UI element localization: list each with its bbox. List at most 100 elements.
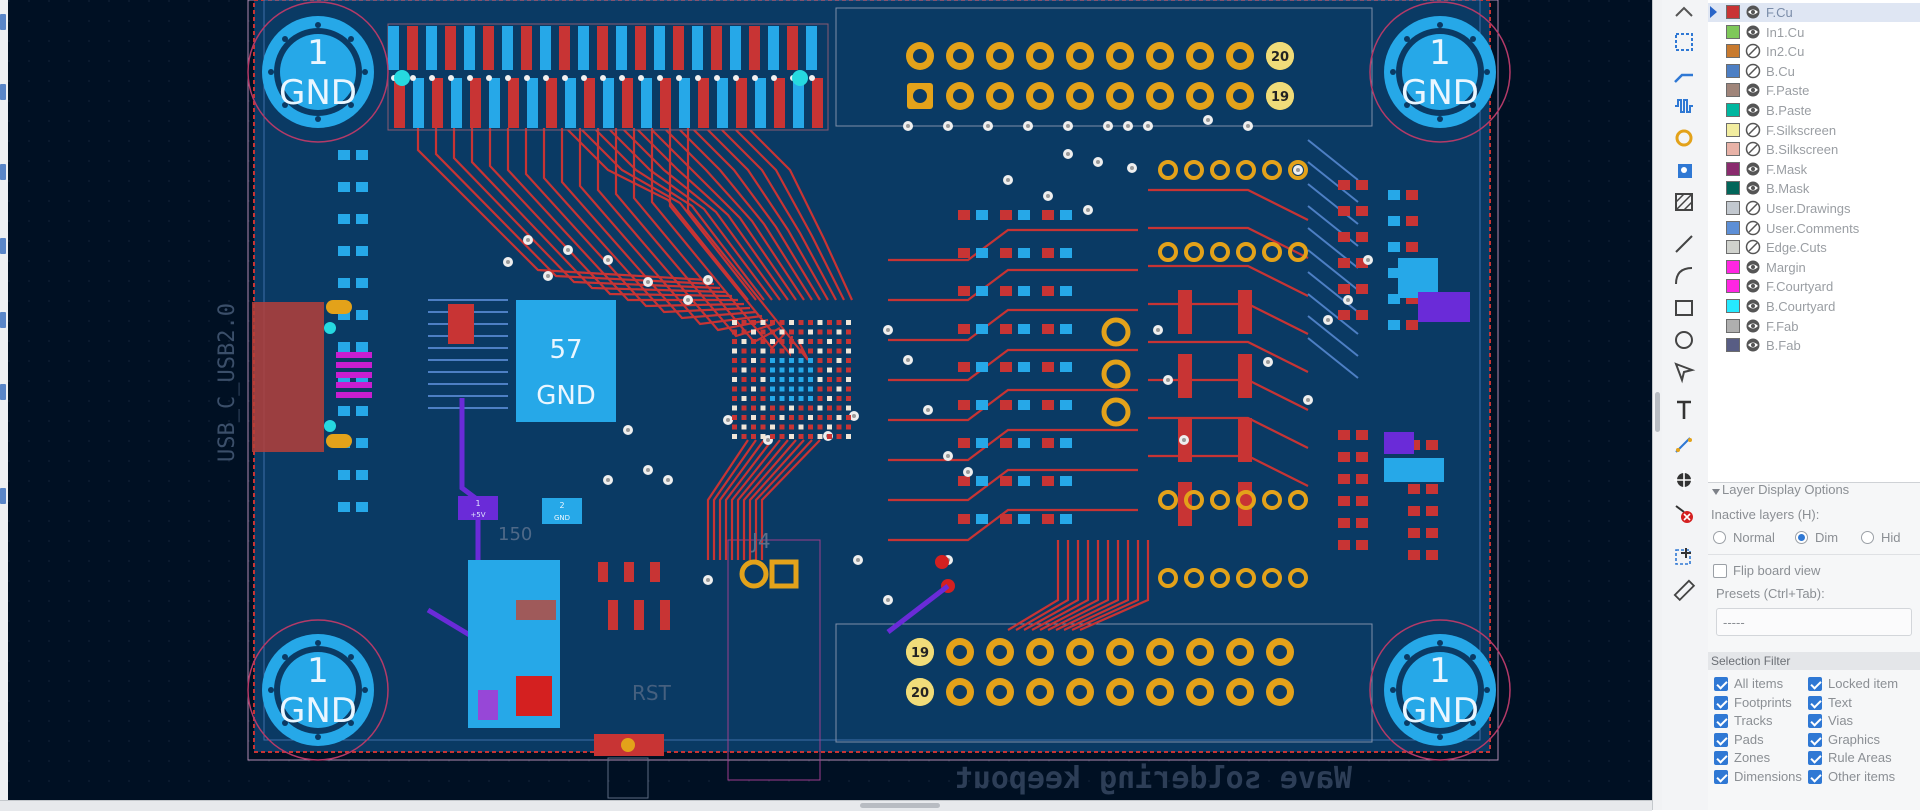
route-track-icon[interactable]: [1669, 60, 1699, 88]
delete-tool-icon[interactable]: [1669, 500, 1699, 528]
visibility-eye-icon[interactable]: [1745, 278, 1761, 294]
radio-hide[interactable]: [1861, 531, 1874, 544]
layer-row-in1-cu[interactable]: In1.Cu: [1708, 23, 1920, 42]
layer-color-swatch[interactable]: [1726, 161, 1740, 176]
visibility-eye-icon[interactable]: [1745, 180, 1761, 196]
filter-checkbox[interactable]: [1714, 695, 1728, 710]
layer-row-b-courtyard[interactable]: B.Courtyard: [1708, 297, 1920, 316]
left-tool-button[interactable]: [0, 312, 6, 328]
filter-checkbox[interactable]: [1808, 751, 1822, 765]
inactive-mode-hide[interactable]: Hid: [1861, 528, 1920, 546]
visibility-hidden-icon[interactable]: [1745, 63, 1761, 79]
layer-row-b-fab[interactable]: B.Fab: [1708, 336, 1920, 355]
flip-board-box[interactable]: [1713, 564, 1727, 578]
left-tool-button[interactable]: [0, 488, 6, 504]
visibility-hidden-icon[interactable]: [1745, 141, 1761, 157]
layer-row-f-mask[interactable]: F.Mask: [1708, 160, 1920, 179]
layer-row-in2-cu[interactable]: In2.Cu: [1708, 42, 1920, 61]
filter-checkbox[interactable]: [1714, 677, 1728, 691]
layer-color-swatch[interactable]: [1726, 63, 1740, 78]
filter-checkbox[interactable]: [1808, 769, 1822, 784]
left-tool-button[interactable]: [0, 238, 6, 254]
left-tool-button[interactable]: [0, 84, 6, 100]
layer-color-swatch[interactable]: [1726, 279, 1740, 294]
filter-checkbox[interactable]: [1714, 732, 1728, 747]
layer-row-user-comments[interactable]: User.Comments: [1708, 219, 1920, 238]
add-dimension-icon[interactable]: [1669, 432, 1699, 460]
grid-origin-icon[interactable]: [1669, 542, 1699, 570]
layer-color-swatch[interactable]: [1726, 24, 1740, 39]
collapse-arrow-icon[interactable]: [1712, 489, 1720, 495]
visibility-eye-icon[interactable]: [1745, 24, 1761, 40]
place-anchor-icon[interactable]: [1669, 466, 1699, 494]
visibility-hidden-icon[interactable]: [1745, 122, 1761, 138]
draw-arc-icon[interactable]: [1669, 262, 1699, 290]
filter-checkbox[interactable]: [1808, 677, 1822, 691]
filter-checkbox[interactable]: [1714, 714, 1728, 728]
layer-color-swatch[interactable]: [1726, 5, 1740, 19]
visibility-hidden-icon[interactable]: [1745, 43, 1761, 59]
left-tool-button[interactable]: [0, 384, 6, 400]
layer-color-swatch[interactable]: [1726, 338, 1740, 353]
radio-normal[interactable]: [1713, 531, 1726, 544]
layer-color-swatch[interactable]: [1726, 201, 1740, 215]
layer-row-f-paste[interactable]: F.Paste: [1708, 81, 1920, 100]
layer-color-swatch[interactable]: [1726, 122, 1740, 137]
layer-row-f-courtyard[interactable]: F.Courtyard: [1708, 277, 1920, 296]
inactive-mode-normal[interactable]: Normal: [1713, 528, 1783, 546]
layer-color-swatch[interactable]: [1726, 44, 1740, 59]
draw-line-icon[interactable]: [1669, 230, 1699, 258]
tune-length-icon[interactable]: [1669, 92, 1699, 120]
layer-color-swatch[interactable]: [1726, 240, 1740, 255]
layer-color-swatch[interactable]: [1726, 181, 1740, 196]
visibility-hidden-icon[interactable]: [1745, 200, 1761, 216]
layer-row-f-silkscreen[interactable]: F.Silkscreen: [1708, 121, 1920, 140]
layer-display-options-header[interactable]: Layer Display Options: [1722, 482, 1850, 497]
radio-dim[interactable]: [1795, 531, 1808, 544]
visibility-hidden-icon[interactable]: [1745, 239, 1761, 255]
draw-polygon-icon[interactable]: [1669, 358, 1699, 386]
panel-splitter[interactable]: [1652, 0, 1663, 810]
layer-color-swatch[interactable]: [1726, 259, 1740, 274]
flip-board-checkbox[interactable]: Flip board view: [1713, 562, 1913, 580]
layer-row-b-paste[interactable]: B.Paste: [1708, 101, 1920, 120]
filter-checkbox[interactable]: [1714, 769, 1728, 784]
layer-row-f-cu[interactable]: F.Cu: [1708, 3, 1920, 22]
draw-rectangle-icon[interactable]: [1669, 294, 1699, 322]
visibility-hidden-icon[interactable]: [1745, 220, 1761, 236]
layer-color-swatch[interactable]: [1726, 103, 1740, 117]
rule-area-icon[interactable]: [1669, 188, 1699, 216]
visibility-eye-icon[interactable]: [1745, 82, 1761, 98]
filter-checkbox[interactable]: [1808, 695, 1822, 710]
layer-color-swatch[interactable]: [1726, 83, 1740, 98]
layer-row-user-drawings[interactable]: User.Drawings: [1708, 199, 1920, 218]
layer-row-b-mask[interactable]: B.Mask: [1708, 179, 1920, 198]
add-footprint-icon[interactable]: [1669, 28, 1699, 56]
layer-color-swatch[interactable]: [1726, 142, 1740, 157]
add-zone-icon[interactable]: [1669, 156, 1699, 184]
measure-tool-icon[interactable]: [1669, 576, 1699, 604]
draw-circle-icon[interactable]: [1669, 326, 1699, 354]
layer-row-b-silkscreen[interactable]: B.Silkscreen: [1708, 140, 1920, 159]
layer-row-b-cu[interactable]: B.Cu: [1708, 62, 1920, 81]
visibility-eye-icon[interactable]: [1745, 161, 1761, 177]
add-via-icon[interactable]: [1669, 124, 1699, 152]
add-text-icon[interactable]: [1669, 396, 1699, 424]
filter-checkbox[interactable]: [1808, 714, 1822, 728]
presets-dropdown[interactable]: -----: [1716, 608, 1912, 636]
visibility-eye-icon[interactable]: [1745, 318, 1761, 334]
visibility-eye-icon[interactable]: [1745, 298, 1761, 314]
horizontal-scrollbar[interactable]: [0, 800, 1652, 811]
visibility-eye-icon[interactable]: [1745, 259, 1761, 275]
select-tool-icon[interactable]: [1669, 0, 1699, 28]
layer-row-edge-cuts[interactable]: Edge.Cuts: [1708, 238, 1920, 257]
filter-checkbox[interactable]: [1808, 732, 1822, 747]
inactive-mode-dim[interactable]: Dim: [1795, 528, 1855, 546]
left-tool-button[interactable]: [0, 164, 6, 180]
layer-color-swatch[interactable]: [1726, 220, 1740, 235]
visibility-eye-icon[interactable]: [1745, 337, 1761, 353]
filter-checkbox[interactable]: [1714, 751, 1728, 765]
visibility-eye-icon[interactable]: [1745, 4, 1761, 20]
layer-row-f-fab[interactable]: F.Fab: [1708, 317, 1920, 336]
